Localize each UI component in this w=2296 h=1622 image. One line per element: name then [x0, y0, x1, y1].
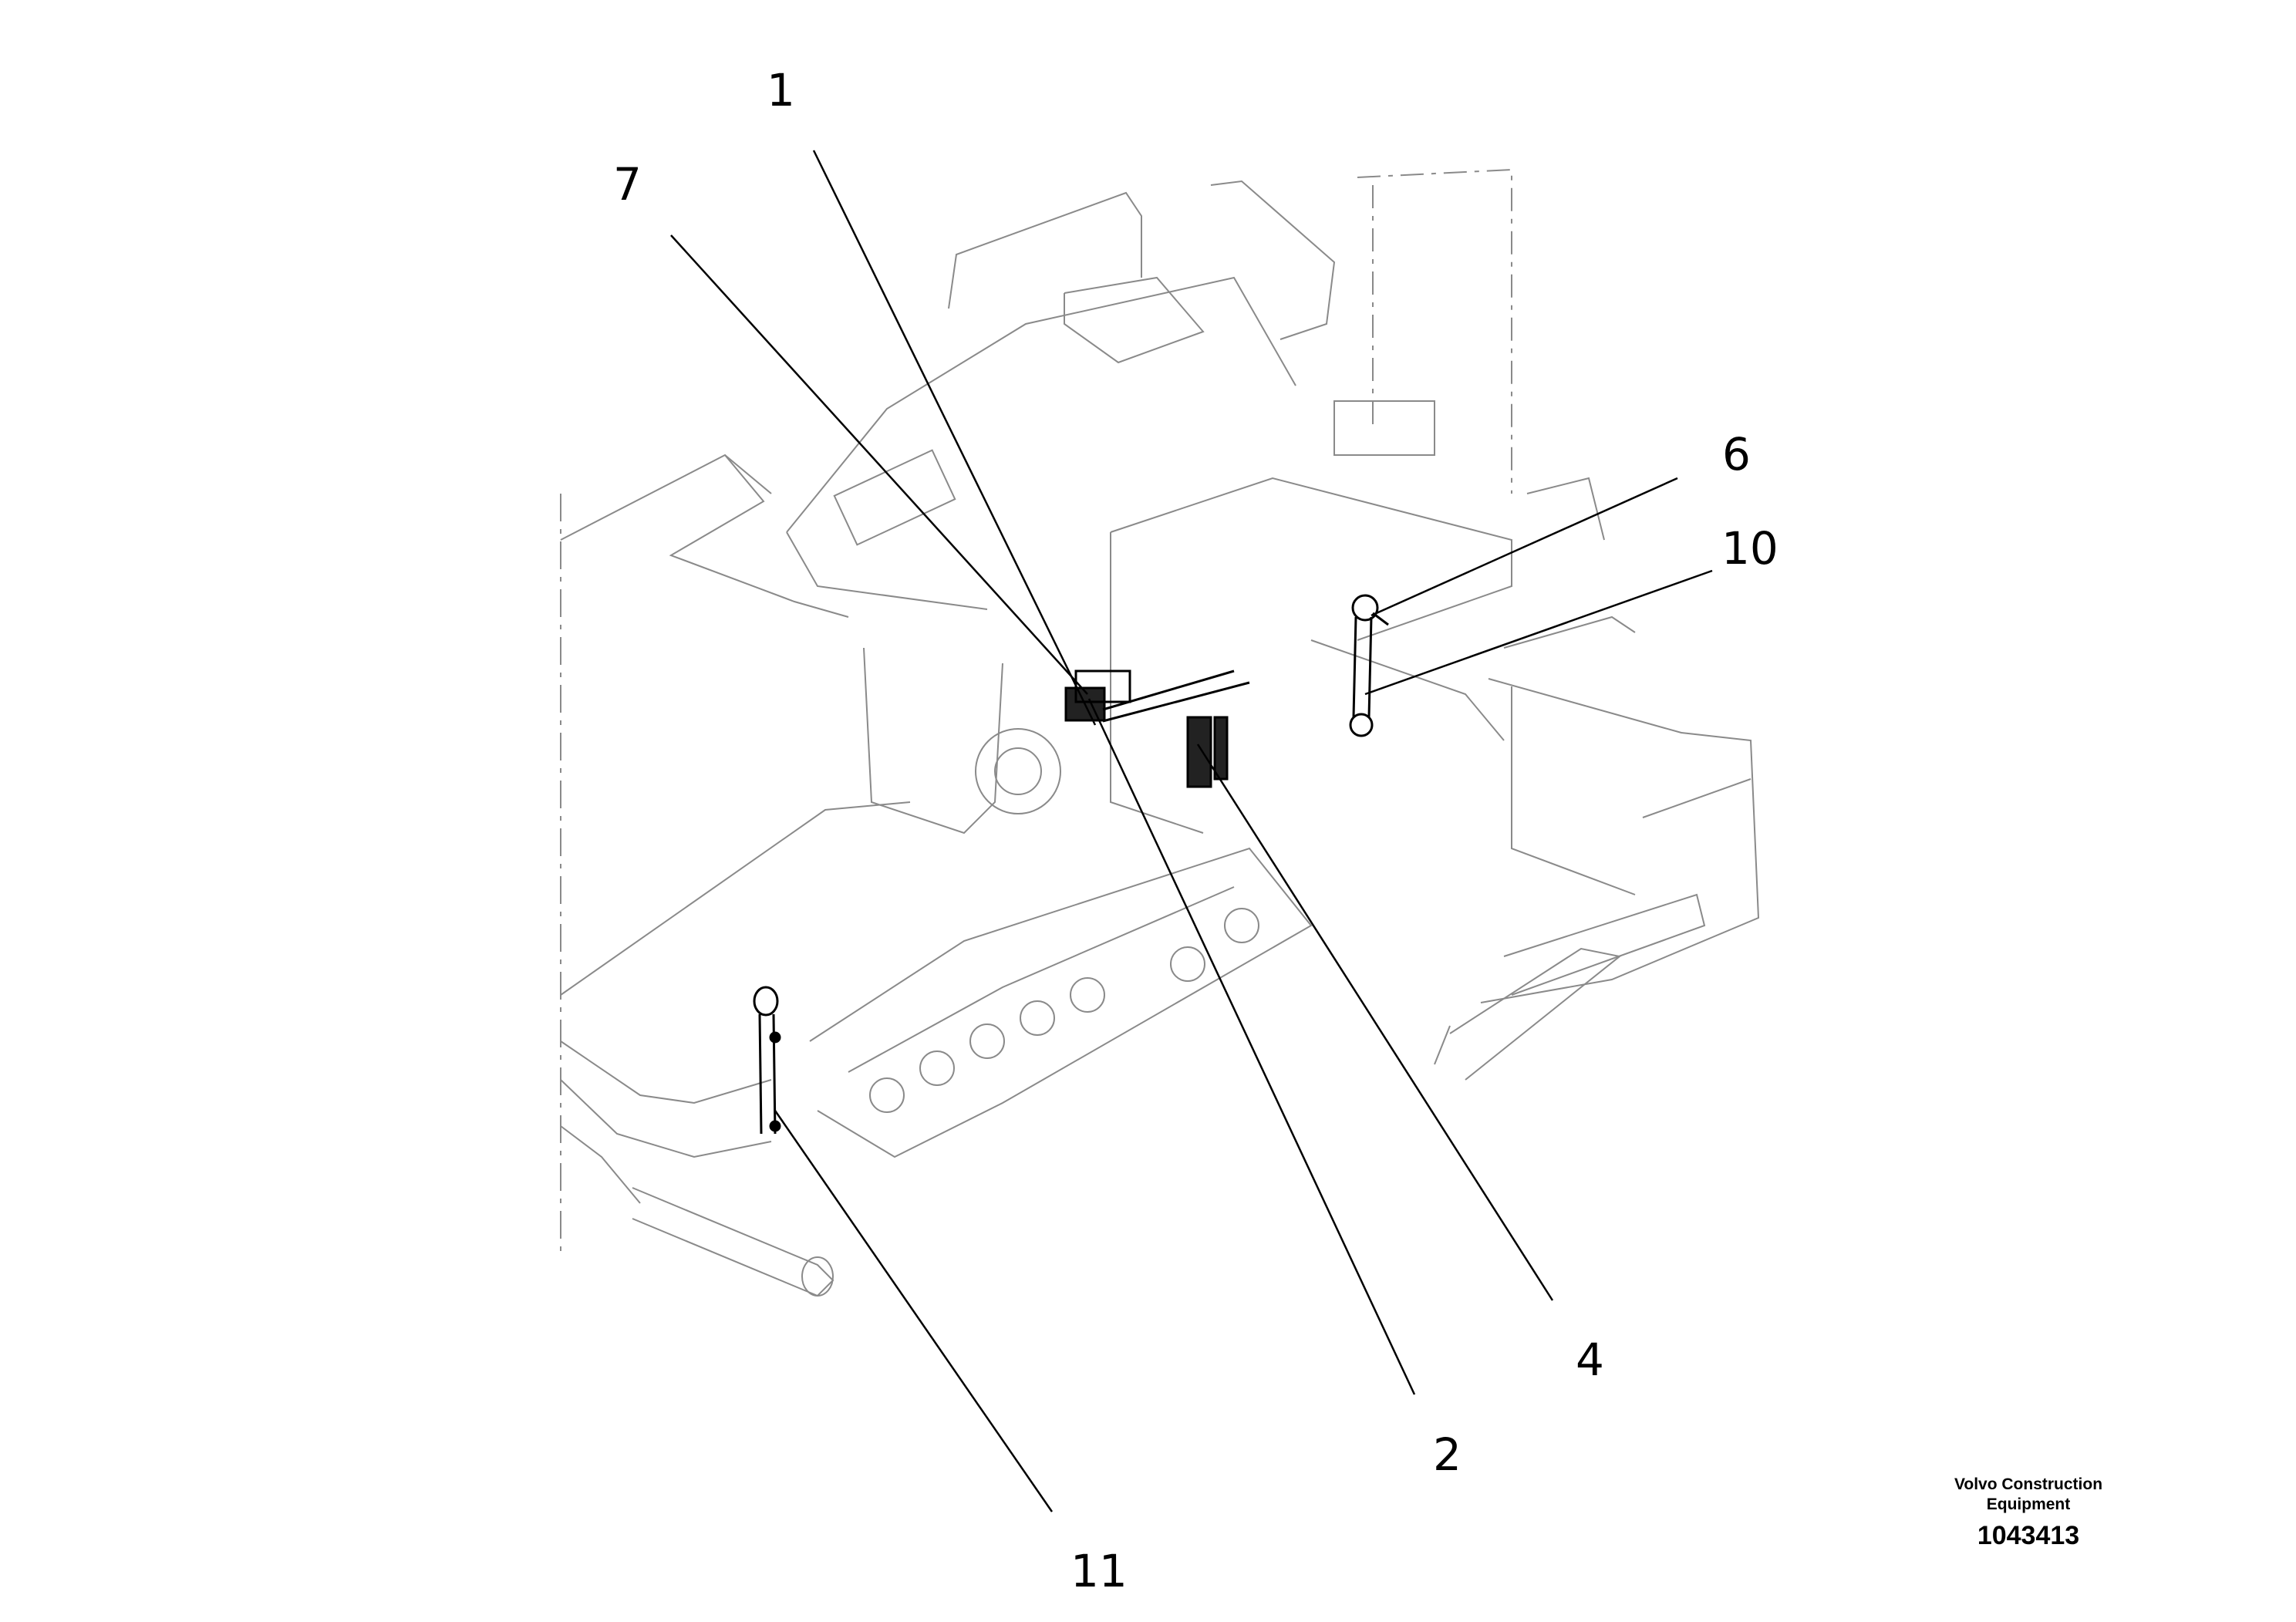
callout-11: 11 — [1070, 1545, 1128, 1597]
leader-lines — [670, 150, 1713, 1512]
drawing-number: 1043413 — [1977, 1521, 2080, 1550]
callout-10: 10 — [1721, 522, 1778, 575]
callout-7: 7 — [613, 158, 642, 211]
callout-1: 1 — [767, 64, 795, 116]
leader-6 — [1371, 477, 1678, 617]
track-wheels — [869, 908, 1259, 1113]
company-name-line1: Volvo Construction — [1954, 1475, 2103, 1493]
leader-7 — [670, 234, 1088, 695]
branding-block: Volvo Construction Equipment 1043413 — [1882, 1475, 2175, 1551]
leader-11 — [774, 1110, 1054, 1512]
callout-2: 2 — [1433, 1428, 1462, 1481]
callout-4: 4 — [1576, 1334, 1604, 1386]
company-name-line2: Equipment — [1986, 1496, 2071, 1513]
machine-outline — [560, 168, 1760, 1297]
leader-4 — [1196, 744, 1554, 1301]
callout-6: 6 — [1722, 428, 1751, 481]
leader-2 — [1087, 698, 1416, 1395]
leader-1 — [812, 150, 1097, 726]
highlighted-components — [753, 594, 1389, 1135]
leader-10 — [1364, 569, 1713, 696]
